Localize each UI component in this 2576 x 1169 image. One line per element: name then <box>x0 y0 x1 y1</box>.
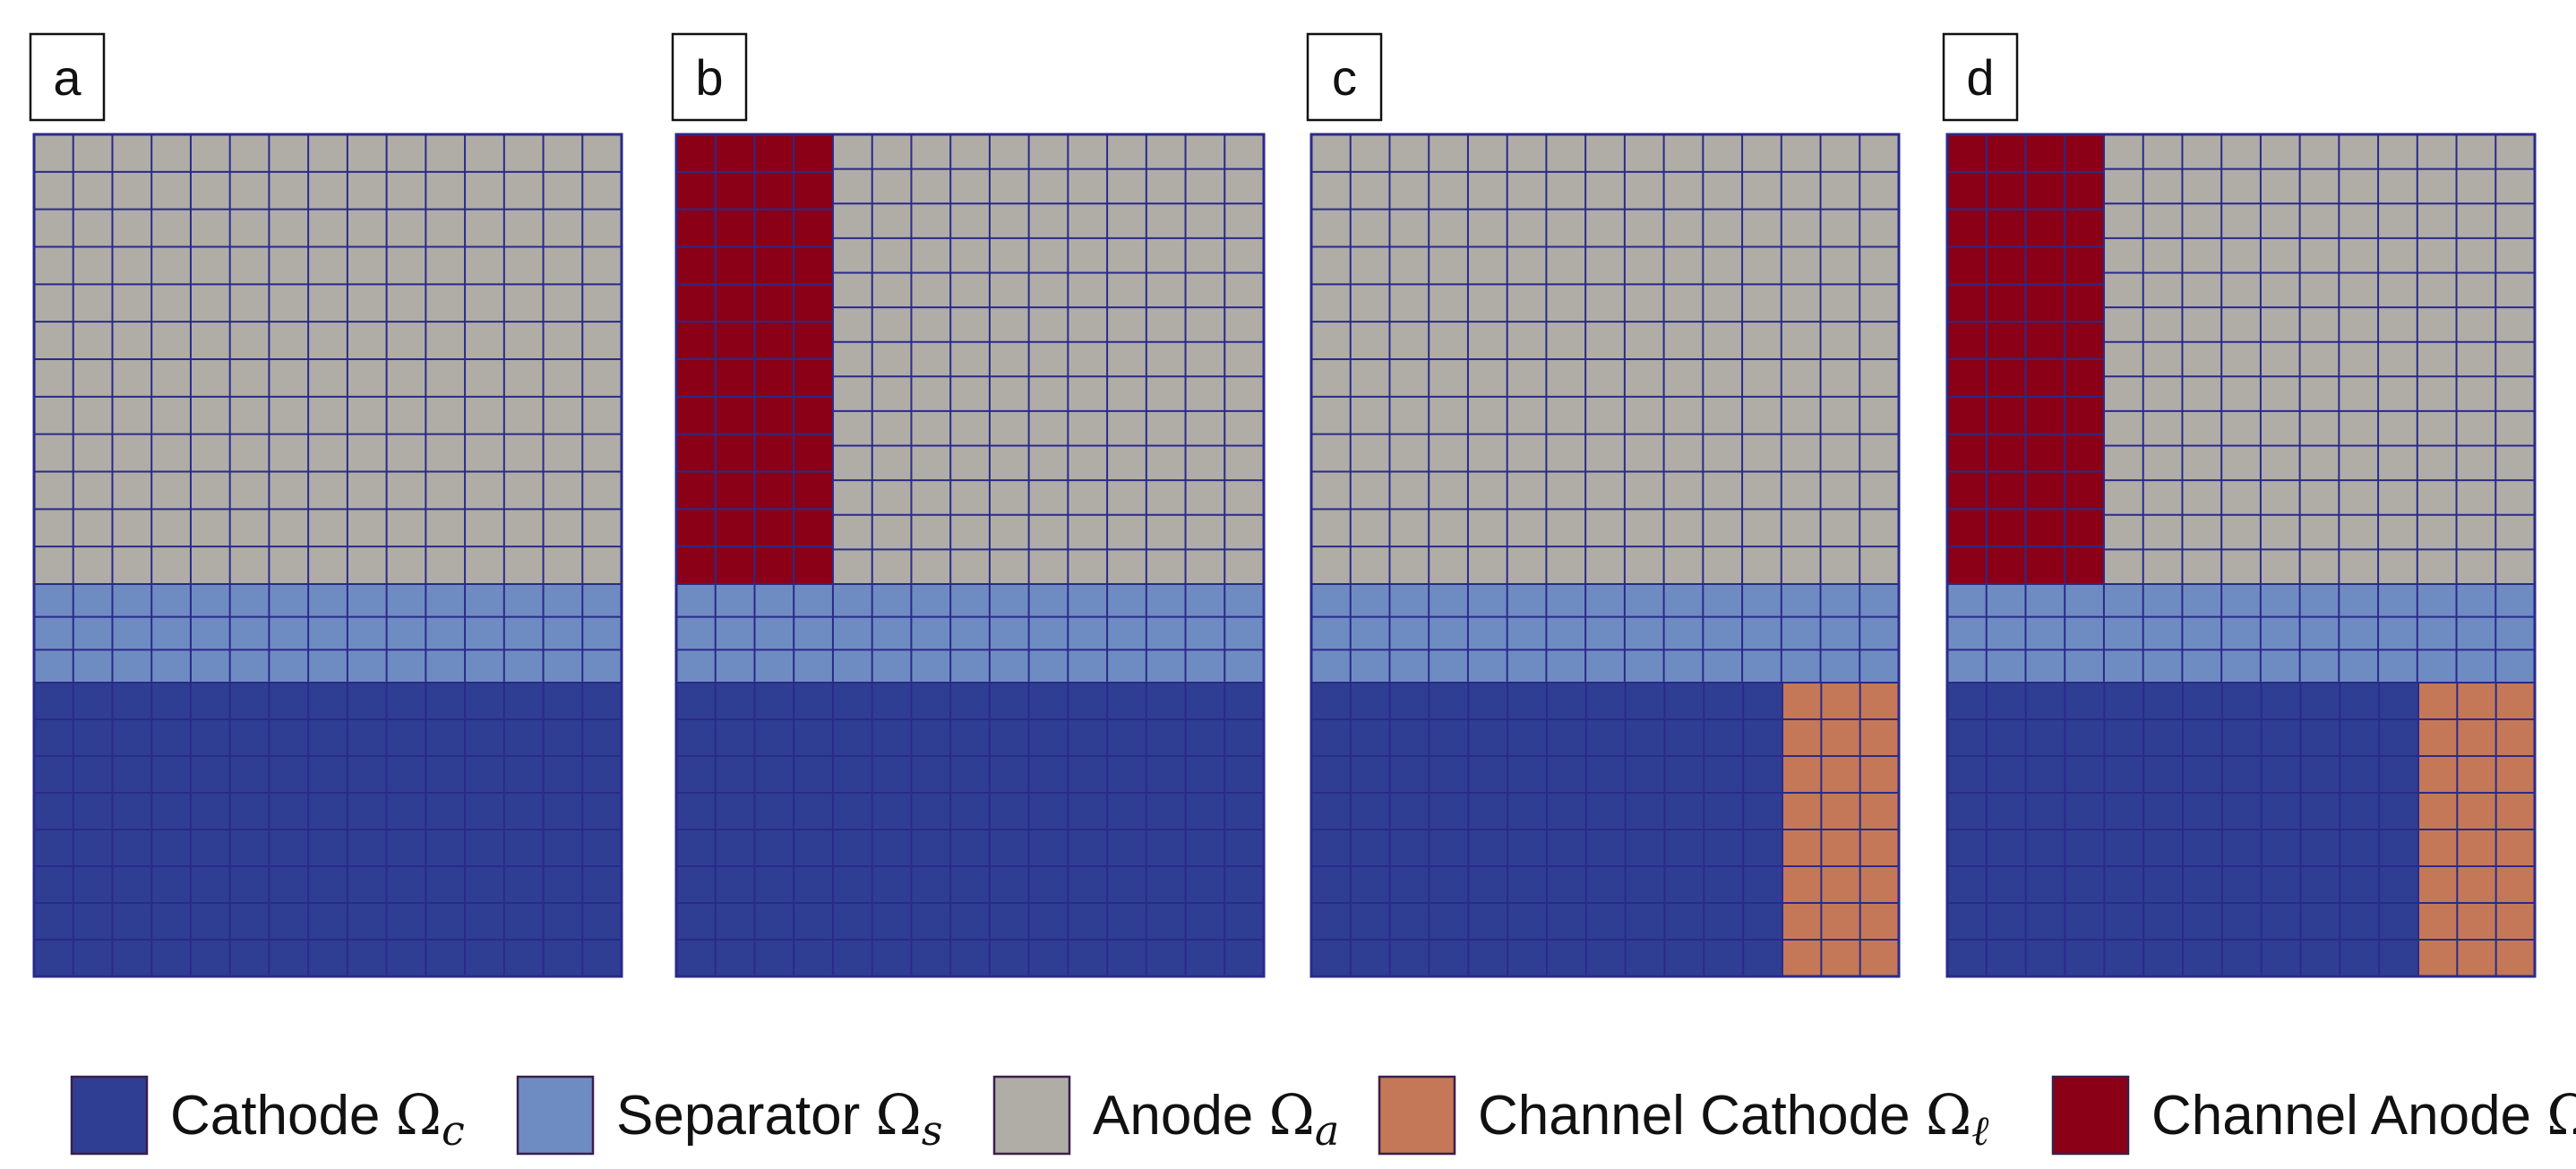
mesh-panel-border <box>674 133 1266 978</box>
legend: Cathode Ωc Separator Ωs Anode Ωa Channel Ca… <box>70 1075 2576 1156</box>
panel-label-box <box>671 32 748 122</box>
panel-label: c <box>1332 49 1357 106</box>
anode-region-grid-lines <box>33 133 623 585</box>
separator-region <box>676 584 1264 683</box>
legend-label: Channel Anode Ωℓ <box>2151 1082 2576 1155</box>
legend-label: Channel Cathode Ωℓ <box>1478 1082 1989 1155</box>
separator-region <box>1947 584 2535 683</box>
legend-label: Separator Ωs <box>616 1082 943 1155</box>
legend-label-text: Separator <box>616 1085 876 1147</box>
panel-label: d <box>1966 49 1994 106</box>
cathode-region-grid-lines <box>1946 682 2419 977</box>
legend-subscript: c <box>442 1106 465 1155</box>
legend-omega-symbol: Ω <box>876 1082 922 1148</box>
legend-swatch <box>1378 1075 1456 1156</box>
legend-label-text: Anode <box>1093 1085 1269 1147</box>
mesh-panel-border <box>32 133 623 978</box>
separator-region <box>34 584 622 683</box>
panel-label-box <box>29 32 106 122</box>
panel-label: a <box>53 49 82 106</box>
mesh-panel-c: c <box>1306 32 1901 978</box>
legend-label: Cathode Ωc <box>170 1082 465 1155</box>
legend-item-anode: Anode Ωa <box>992 1075 1339 1156</box>
legend-subscript: a <box>1315 1106 1339 1155</box>
anode-region <box>2104 134 2535 584</box>
legend-item-channel-cathode: Channel Cathode Ωℓ <box>1378 1075 1989 1156</box>
legend-label-text: Cathode <box>170 1085 396 1147</box>
separator-region <box>1311 584 1899 683</box>
mesh-panel-d: d <box>1942 32 2537 978</box>
legend-label: Anode Ωa <box>1093 1082 1339 1155</box>
mesh-panel-border <box>1945 133 2537 978</box>
legend-swatch <box>516 1075 595 1156</box>
legend-label-text: Channel Anode <box>2151 1085 2546 1147</box>
legend-item-channel-anode: Channel Anode Ωℓ <box>2051 1075 2576 1156</box>
mesh-panel-b: b <box>671 32 1266 978</box>
mesh-panel-a: a <box>29 32 623 978</box>
legend-omega-symbol: Ω <box>1926 1082 1971 1148</box>
legend-swatch <box>70 1075 149 1156</box>
legend-omega-symbol: Ω <box>2546 1082 2576 1148</box>
legend-item-separator: Separator Ωs <box>516 1075 943 1156</box>
panel-label-box <box>1942 32 2019 122</box>
legend-subscript: s <box>922 1106 943 1155</box>
legend-swatch <box>992 1075 1071 1156</box>
legend-label-text: Channel Cathode <box>1478 1085 1926 1147</box>
legend-omega-symbol: Ω <box>396 1082 442 1148</box>
legend-omega-symbol: Ω <box>1269 1082 1315 1148</box>
legend-swatch <box>2051 1075 2130 1156</box>
panel-label: b <box>695 49 723 106</box>
legend-item-cathode: Cathode Ωc <box>70 1075 465 1156</box>
panel-label-box <box>1306 32 1383 122</box>
mesh-panel-border <box>1309 133 1901 978</box>
anode-region <box>833 134 1264 584</box>
separator-region-grid-lines <box>33 583 623 683</box>
mesh-panels: a b c d <box>29 32 2537 978</box>
legend-subscript: ℓ <box>1971 1106 1989 1155</box>
